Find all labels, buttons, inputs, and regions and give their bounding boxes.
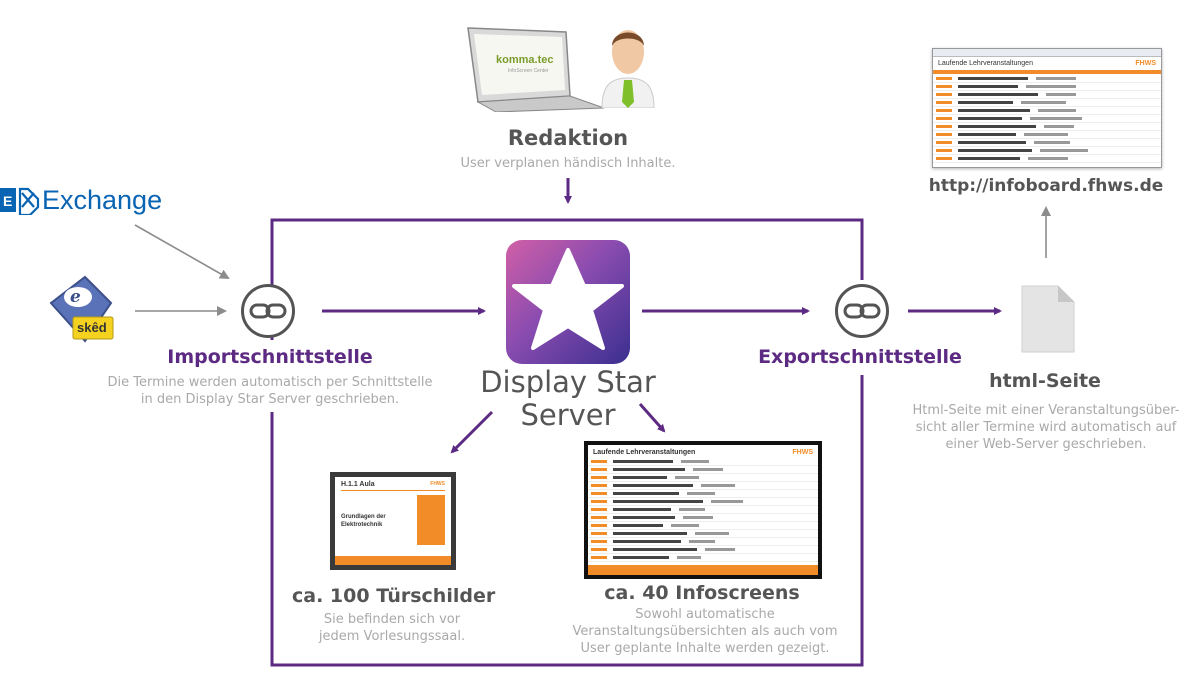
infoscreen-heading: Laufende Lehrveranstaltungen xyxy=(593,449,696,456)
doorsigns-desc-line1: Sie befinden sich vor xyxy=(323,612,461,627)
doorsign-room: H.1.1 Aula xyxy=(341,481,375,488)
display-star-icon xyxy=(506,240,630,364)
doorsigns-title: ca. 100 Türschilder xyxy=(292,585,496,607)
web-screen-rows xyxy=(933,74,1161,163)
exchange-logo-text: Exchange xyxy=(42,184,163,215)
svg-text:E: E xyxy=(3,193,12,209)
doorsigns-desc-line2: jedem Vorlesungssaal. xyxy=(318,629,466,644)
web-screen-heading: Laufende Lehrveranstaltungen xyxy=(938,60,1033,67)
server-title: Display Star Server xyxy=(458,366,678,432)
export-title: Exportschnittstelle xyxy=(758,346,962,368)
html-page-desc-line1: Html-Seite mit einer Veranstaltungsüber- xyxy=(912,403,1180,418)
doorsign-screen: H.1.1 Aula FHWS Grundlagen der Elektrote… xyxy=(330,472,456,570)
chain-link-icon xyxy=(249,303,287,319)
web-url: http://infoboard.fhws.de xyxy=(928,176,1164,196)
redaktion-title: Redaktion xyxy=(507,126,629,150)
infoscreen: Laufende Lehrveranstaltungen FHWS xyxy=(584,441,822,579)
html-page-desc-line2: sicht aller Termine wird automatisch auf xyxy=(915,420,1177,435)
laptop-subtitle: InfoScreen Center xyxy=(508,68,549,74)
server-frame-bottom xyxy=(270,375,864,667)
redaktion-desc: User verplanen händisch Inhalte. xyxy=(460,156,676,171)
infoscreens-desc: Sowohl automatische Veranstaltungsübersi… xyxy=(560,606,850,657)
server-title-line1: Display Star xyxy=(480,365,656,399)
star-icon xyxy=(512,248,624,350)
exchange-icon: E xyxy=(0,187,40,215)
server-frame xyxy=(270,218,864,340)
chain-link-icon xyxy=(843,303,881,319)
doorsign-course-line1: Grundlagen der xyxy=(341,514,386,520)
server-title-line2: Server xyxy=(520,398,616,432)
laptop-brand: komma.tec xyxy=(496,54,554,66)
laptop-icon xyxy=(467,27,605,113)
user-avatar xyxy=(600,22,656,109)
web-screen-brand: FHWS xyxy=(1135,60,1156,67)
import-desc-line2: in den Display Star Server geschrieben. xyxy=(140,392,400,407)
sked-logo: e skêd xyxy=(45,273,115,345)
doorsign-course-line2: Elektrotechnik xyxy=(341,522,383,528)
html-page-title: html-Seite xyxy=(989,370,1101,392)
import-title: Importschnittstelle xyxy=(167,346,373,368)
infoscreen-brand: FHWS xyxy=(792,449,813,456)
infoscreens-desc-line3: User geplante Inhalte werden gezeigt. xyxy=(580,641,830,656)
infoscreens-title: ca. 40 Infoscreens xyxy=(604,582,800,604)
infoscreens-desc-line2: Veranstaltungsübersichten als auch vom xyxy=(572,624,838,639)
laptop: komma.tec InfoScreen Center xyxy=(466,26,606,113)
html-page-icon xyxy=(1018,284,1076,354)
web-screenshot: Laufende Lehrveranstaltungen FHWS xyxy=(932,48,1162,168)
svg-text:e: e xyxy=(70,287,81,307)
infoscreens-desc-line1: Sowohl automatische xyxy=(635,607,775,622)
exchange-arrow xyxy=(134,224,230,279)
doorsign-brand: FHWS xyxy=(430,481,445,487)
import-desc: Die Termine werden automatisch per Schni… xyxy=(100,374,440,408)
infoscreen-rows xyxy=(588,458,818,562)
user-icon xyxy=(601,30,655,109)
sked-icon: e xyxy=(49,275,114,343)
server-to-infoscreens-arrow xyxy=(638,403,666,433)
import-desc-line1: Die Termine werden automatisch per Schni… xyxy=(107,375,433,390)
document-icon xyxy=(1021,285,1075,353)
html-page-desc: Html-Seite mit einer Veranstaltungsüber-… xyxy=(912,402,1180,453)
import-link-icon xyxy=(241,284,295,338)
exchange-logo: E Exchange xyxy=(0,183,162,217)
server-to-doorsigns-arrow xyxy=(450,410,494,454)
sked-logo-text: skêd xyxy=(77,320,107,335)
html-page-desc-line3: einer Web-Server geschrieben. xyxy=(945,437,1147,452)
export-link-icon xyxy=(835,284,889,338)
doorsigns-desc: Sie befinden sich vor jedem Vorlesungssa… xyxy=(292,611,492,645)
